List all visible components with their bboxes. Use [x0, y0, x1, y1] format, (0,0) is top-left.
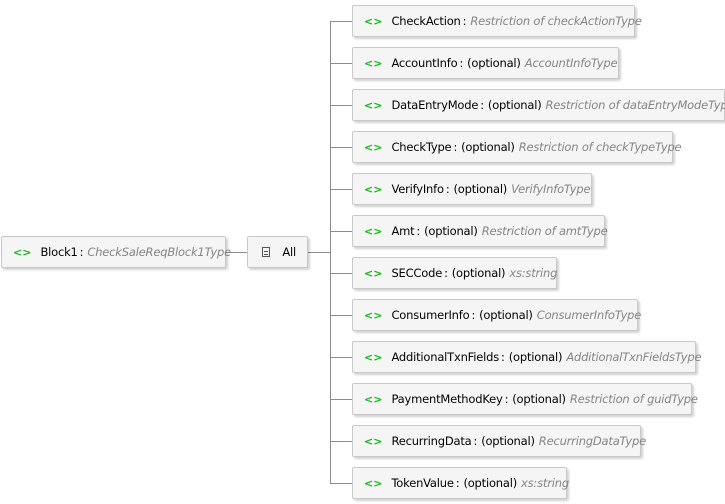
separator: :: [471, 308, 476, 322]
element-icon: <>: [364, 308, 383, 322]
element-icon: <>: [364, 14, 383, 28]
element-name: PaymentMethodKey: [391, 392, 503, 406]
element-name: TokenValue: [391, 476, 454, 490]
element-type: xs:string: [509, 266, 558, 280]
root-element-name: Block1: [40, 245, 78, 259]
element-name: CheckAction: [391, 14, 461, 28]
element-name: RecurringData: [391, 434, 472, 448]
element-name: Amt: [391, 224, 415, 238]
element-token-value[interactable]: <> TokenValue:(optional)xs:string: [352, 467, 569, 499]
separator: :: [455, 476, 460, 490]
element-type: Restriction of guidType: [569, 392, 698, 406]
optional-label: (optional): [512, 392, 566, 406]
element-name: AdditionalTxnFields: [391, 350, 500, 364]
optional-label: (optional): [451, 266, 506, 280]
element-name: AccountInfo: [391, 56, 458, 70]
optional-label: (optional): [453, 182, 508, 196]
separator: :: [416, 224, 421, 238]
element-account-info[interactable]: <> AccountInfo:(optional)AccountInfoType: [352, 47, 619, 79]
element-icon: <>: [364, 266, 383, 280]
element-name: SECCode: [391, 266, 443, 280]
element-type: RecurringDataType: [538, 434, 646, 448]
element-icon: <>: [364, 182, 383, 196]
all-compositor[interactable]: All: [247, 236, 308, 268]
separator: :: [462, 14, 467, 28]
element-icon: <>: [364, 434, 383, 448]
optional-label: (optional): [479, 308, 533, 322]
element-payment-method-key[interactable]: <> PaymentMethodKey:(optional)Restriction…: [352, 383, 698, 415]
optional-label: (optional): [424, 224, 478, 238]
element-name: DataEntryMode: [391, 98, 479, 112]
optional-label: (optional): [508, 350, 563, 364]
element-amt[interactable]: <> Amt:(optional)Restriction of amtType: [352, 215, 608, 247]
element-icon: <>: [13, 245, 32, 259]
element-check-type[interactable]: <> CheckType:(optional)Restriction of che…: [352, 131, 682, 163]
element-icon: <>: [364, 140, 383, 154]
separator: :: [501, 350, 505, 364]
separator: :: [453, 140, 458, 154]
all-compositor-icon: [262, 247, 271, 257]
element-icon: <>: [364, 350, 383, 364]
element-type: Restriction of dataEntryModeType: [545, 98, 725, 112]
separator: :: [480, 98, 484, 112]
optional-label: (optional): [487, 98, 542, 112]
element-icon: <>: [364, 224, 383, 238]
element-icon: <>: [364, 476, 383, 490]
separator: :: [504, 392, 509, 406]
optional-label: (optional): [461, 140, 515, 154]
element-icon: <>: [364, 98, 383, 112]
optional-label: (optional): [481, 434, 535, 448]
element-type: xs:string: [521, 476, 569, 490]
separator: :: [459, 56, 464, 70]
element-consumer-info[interactable]: <> ConsumerInfo:(optional)ConsumerInfoTyp…: [352, 299, 642, 331]
separator: :: [473, 434, 478, 448]
element-verify-info[interactable]: <> VerifyInfo:(optional)VerifyInfoType: [352, 173, 592, 205]
element-type: Restriction of checkTypeType: [518, 140, 682, 154]
all-compositor-label: All: [282, 245, 296, 259]
element-icon: <>: [364, 392, 383, 406]
element-type: AccountInfoType: [524, 56, 618, 70]
separator: :: [79, 245, 84, 259]
element-additional-txn-fields[interactable]: <> AdditionalTxnFields:(optional)Addition…: [352, 341, 702, 373]
element-seccode[interactable]: <> SECCode:(optional)xs:string: [352, 257, 557, 289]
element-type: ConsumerInfoType: [536, 308, 642, 322]
optional-label: (optional): [463, 476, 518, 490]
root-element-type: CheckSaleReqBlock1Type: [87, 245, 231, 259]
element-name: ConsumerInfo: [391, 308, 470, 322]
element-name: CheckType: [391, 140, 452, 154]
element-icon: <>: [364, 56, 383, 70]
element-type: Restriction of checkActionType: [470, 14, 642, 28]
optional-label: (optional): [467, 56, 521, 70]
element-data-entry-mode[interactable]: <> DataEntryMode:(optional)Restriction of…: [352, 89, 725, 121]
root-element-block1[interactable]: <> Block1 : CheckSaleReqBlock1Type: [1, 236, 231, 268]
element-check-action[interactable]: <> CheckAction:Restriction of checkAction…: [352, 5, 642, 37]
separator: :: [445, 182, 450, 196]
element-type: AdditionalTxnFieldsType: [566, 350, 702, 364]
element-type: VerifyInfoType: [511, 182, 591, 196]
element-name: VerifyInfo: [391, 182, 444, 196]
element-recurring-data[interactable]: <> RecurringData:(optional)RecurringDataT…: [352, 425, 646, 457]
separator: :: [444, 266, 448, 280]
element-type: Restriction of amtType: [481, 224, 608, 238]
